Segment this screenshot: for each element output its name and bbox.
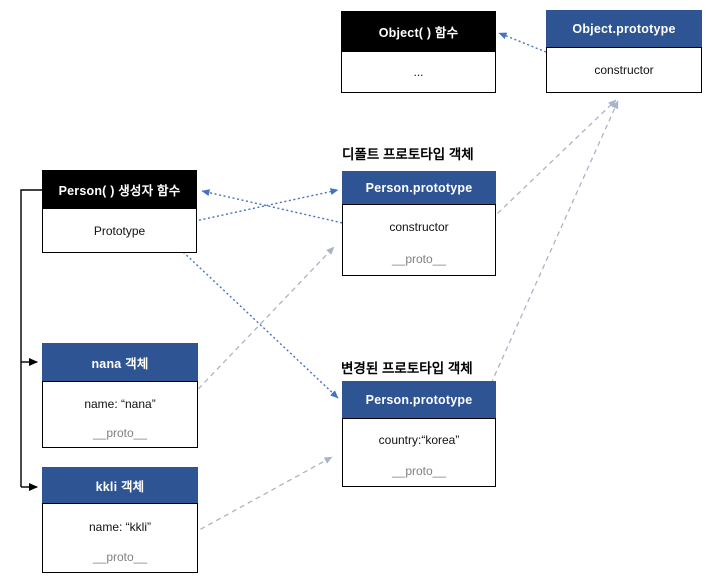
box-nana-object: nana 객체 name: “nana” __proto__ [42,343,198,448]
default-prototype-constructor-slot: constructor [389,220,449,234]
box-object-prototype: Object.prototype constructor [546,10,702,93]
object-prototype-constructor-slot: constructor [594,63,654,77]
box-object-function-title: Object( ) 함수 [341,11,496,51]
label-changed-prototype: 변경된 프로토타입 객체 [341,361,473,376]
kkli-name-slot: name: “kkli” [88,520,151,534]
box-default-prototype-title: Person.prototype [342,171,496,204]
box-object-function-body: ... [413,65,424,79]
bracket-person-to-instances [20,189,42,487]
person-prototype-slot: Prototype [93,223,146,238]
box-person-constructor: Person( ) 생성자 함수 Prototype [42,170,197,253]
default-prototype-proto-slot: __proto__ [391,252,447,266]
box-default-prototype: Person.prototype constructor __proto__ [342,171,496,276]
box-person-constructor-title: Person( ) 생성자 함수 [42,170,197,208]
kkli-proto-slot: __proto__ [92,550,148,564]
box-kkli-object: kkli 객체 name: “kkli” __proto__ [42,467,198,573]
box-object-function: Object( ) 함수 ... [341,11,496,93]
box-changed-prototype-title: Person.prototype [342,381,496,418]
nana-proto-slot: __proto__ [92,425,148,440]
changed-prototype-country-slot: country:“korea” [378,433,460,448]
nana-name-slot: name: “nana” [84,396,156,411]
box-kkli-object-title: kkli 객체 [42,467,198,503]
box-nana-object-title: nana 객체 [42,343,198,381]
label-default-prototype: 디폴트 프로토타입 객체 [342,147,474,162]
changed-prototype-proto-slot: __proto__ [391,463,447,478]
box-changed-prototype: Person.prototype country:“korea” __proto… [342,381,496,487]
box-object-prototype-title: Object.prototype [546,10,702,47]
